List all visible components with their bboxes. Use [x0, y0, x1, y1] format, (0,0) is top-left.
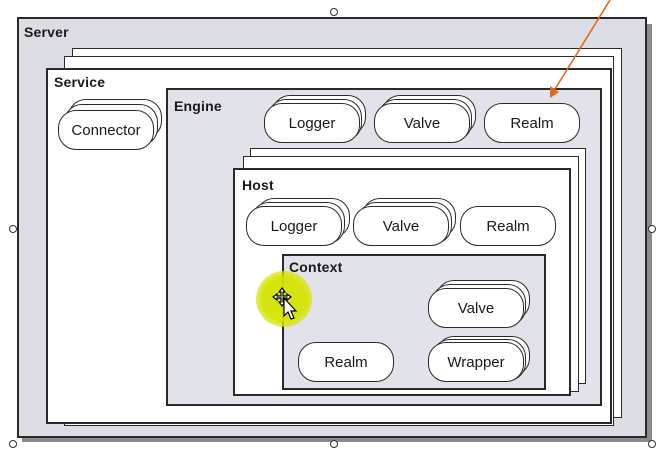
context-wrapper-box: Wrapper [428, 342, 524, 382]
annotation-arrow-icon [550, 0, 611, 98]
engine-realm-box: Realm [484, 103, 580, 143]
selection-handle-right[interactable] [648, 225, 656, 233]
move-cursor-icon [272, 287, 298, 320]
host-logger-box: Logger [246, 206, 342, 246]
server-title: Server [24, 24, 69, 40]
selection-handle-bottom[interactable] [330, 440, 338, 448]
service-title: Service [54, 74, 106, 90]
engine-title: Engine [174, 98, 222, 114]
selection-handle-bottom-right[interactable] [648, 440, 656, 448]
engine-valve-box: Valve [374, 103, 470, 143]
engine-logger-box: Logger [264, 103, 360, 143]
context-valve-box: Valve [428, 288, 524, 328]
selection-handle-left[interactable] [9, 225, 17, 233]
context-realm-box: Realm [298, 342, 394, 382]
selection-handle-top[interactable] [330, 8, 338, 16]
selection-handle-bottom-left[interactable] [9, 440, 17, 448]
connector-box: Connector [58, 110, 154, 150]
host-valve-box: Valve [353, 206, 449, 246]
host-title: Host [242, 177, 274, 193]
host-realm-box: Realm [460, 206, 556, 246]
context-title: Context [289, 259, 343, 275]
